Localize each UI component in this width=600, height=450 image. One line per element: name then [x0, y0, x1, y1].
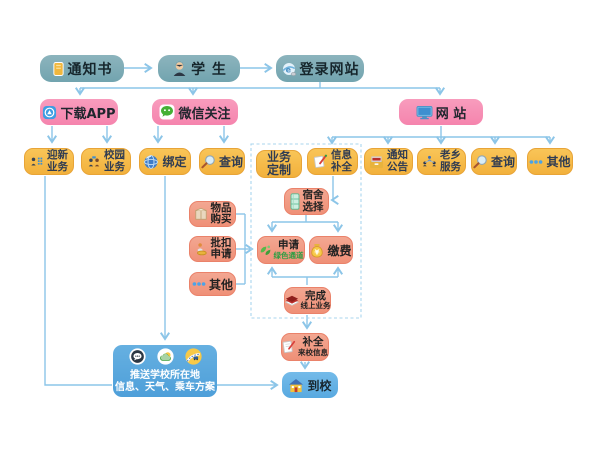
- drawer-icon: [369, 155, 384, 169]
- node-pay: ¥ 缴费: [309, 236, 353, 264]
- node-finish-online: 完成线上业务: [284, 287, 331, 314]
- globe-sphere-icon: [143, 154, 159, 170]
- pen-paper-icon: [313, 154, 328, 169]
- search-icon: [201, 154, 216, 169]
- route-circle-icon: [184, 348, 202, 365]
- node-deduct-apply: 批扣申请: [189, 236, 236, 262]
- node-wechat-follow: 微信关注: [152, 99, 238, 125]
- svg-text:¥: ¥: [315, 247, 321, 256]
- node-hometown-service: 老乡服务: [417, 148, 466, 175]
- house-icon: [288, 378, 304, 393]
- node-info-complete: 信息补全: [307, 148, 358, 175]
- node-left-other: 其他: [189, 272, 236, 296]
- app-icon: [42, 105, 57, 120]
- node-notice: 通知书: [40, 55, 124, 82]
- dots-icon: [192, 281, 206, 287]
- node-welcome-biz: 迎新业务: [24, 148, 74, 175]
- globe-icon: e: [281, 61, 297, 77]
- node-green-channel: 申请绿色通道: [257, 236, 305, 264]
- student-icon: [171, 60, 188, 77]
- node-notice-announce: 通知公告: [364, 148, 413, 175]
- node-bind: 绑定: [139, 148, 191, 175]
- leaf-icon: [259, 244, 272, 257]
- node-biz-custom: 业务定制: [256, 150, 302, 178]
- dots-icon: [529, 159, 543, 165]
- node-student: 学 生: [158, 55, 240, 82]
- search-icon: [473, 154, 488, 169]
- node-arrival-info: 补全来校信息: [281, 333, 329, 361]
- node-web-other: 其他: [527, 148, 573, 175]
- weather-circle-icon: [156, 348, 174, 365]
- svg-text:e: e: [285, 65, 291, 74]
- money-bag-icon: ¥: [310, 243, 324, 258]
- node-push-info: 推送学校所在地 信息、天气、乘车方案: [113, 345, 217, 397]
- node-web-query: 查询: [471, 148, 517, 175]
- package-icon: [194, 207, 208, 221]
- node-download-app: 下载APP: [40, 99, 118, 125]
- campus-icon: [87, 155, 101, 169]
- node-login: e 登录网站: [276, 55, 364, 82]
- node-dorm-select: 宿舍选择: [284, 188, 329, 215]
- node-website: 网 站: [399, 99, 483, 125]
- wechat-icon: [159, 104, 175, 120]
- node-wechat-query: 查询: [199, 148, 245, 175]
- monitor-icon: [416, 105, 433, 120]
- people-network-icon: [422, 155, 437, 169]
- node-arrive-school: 到校: [282, 372, 338, 398]
- person-coin-icon: [194, 242, 208, 256]
- chat-circle-icon: [128, 348, 146, 365]
- welcome-icon: [30, 155, 44, 169]
- dorm-icon: [290, 193, 300, 210]
- book-icon: [284, 294, 299, 307]
- node-goods-buy: 物品购买: [189, 201, 236, 227]
- notepad-pen-icon: [282, 340, 296, 354]
- node-campus-biz: 校园业务: [81, 148, 131, 175]
- document-icon: [52, 61, 65, 77]
